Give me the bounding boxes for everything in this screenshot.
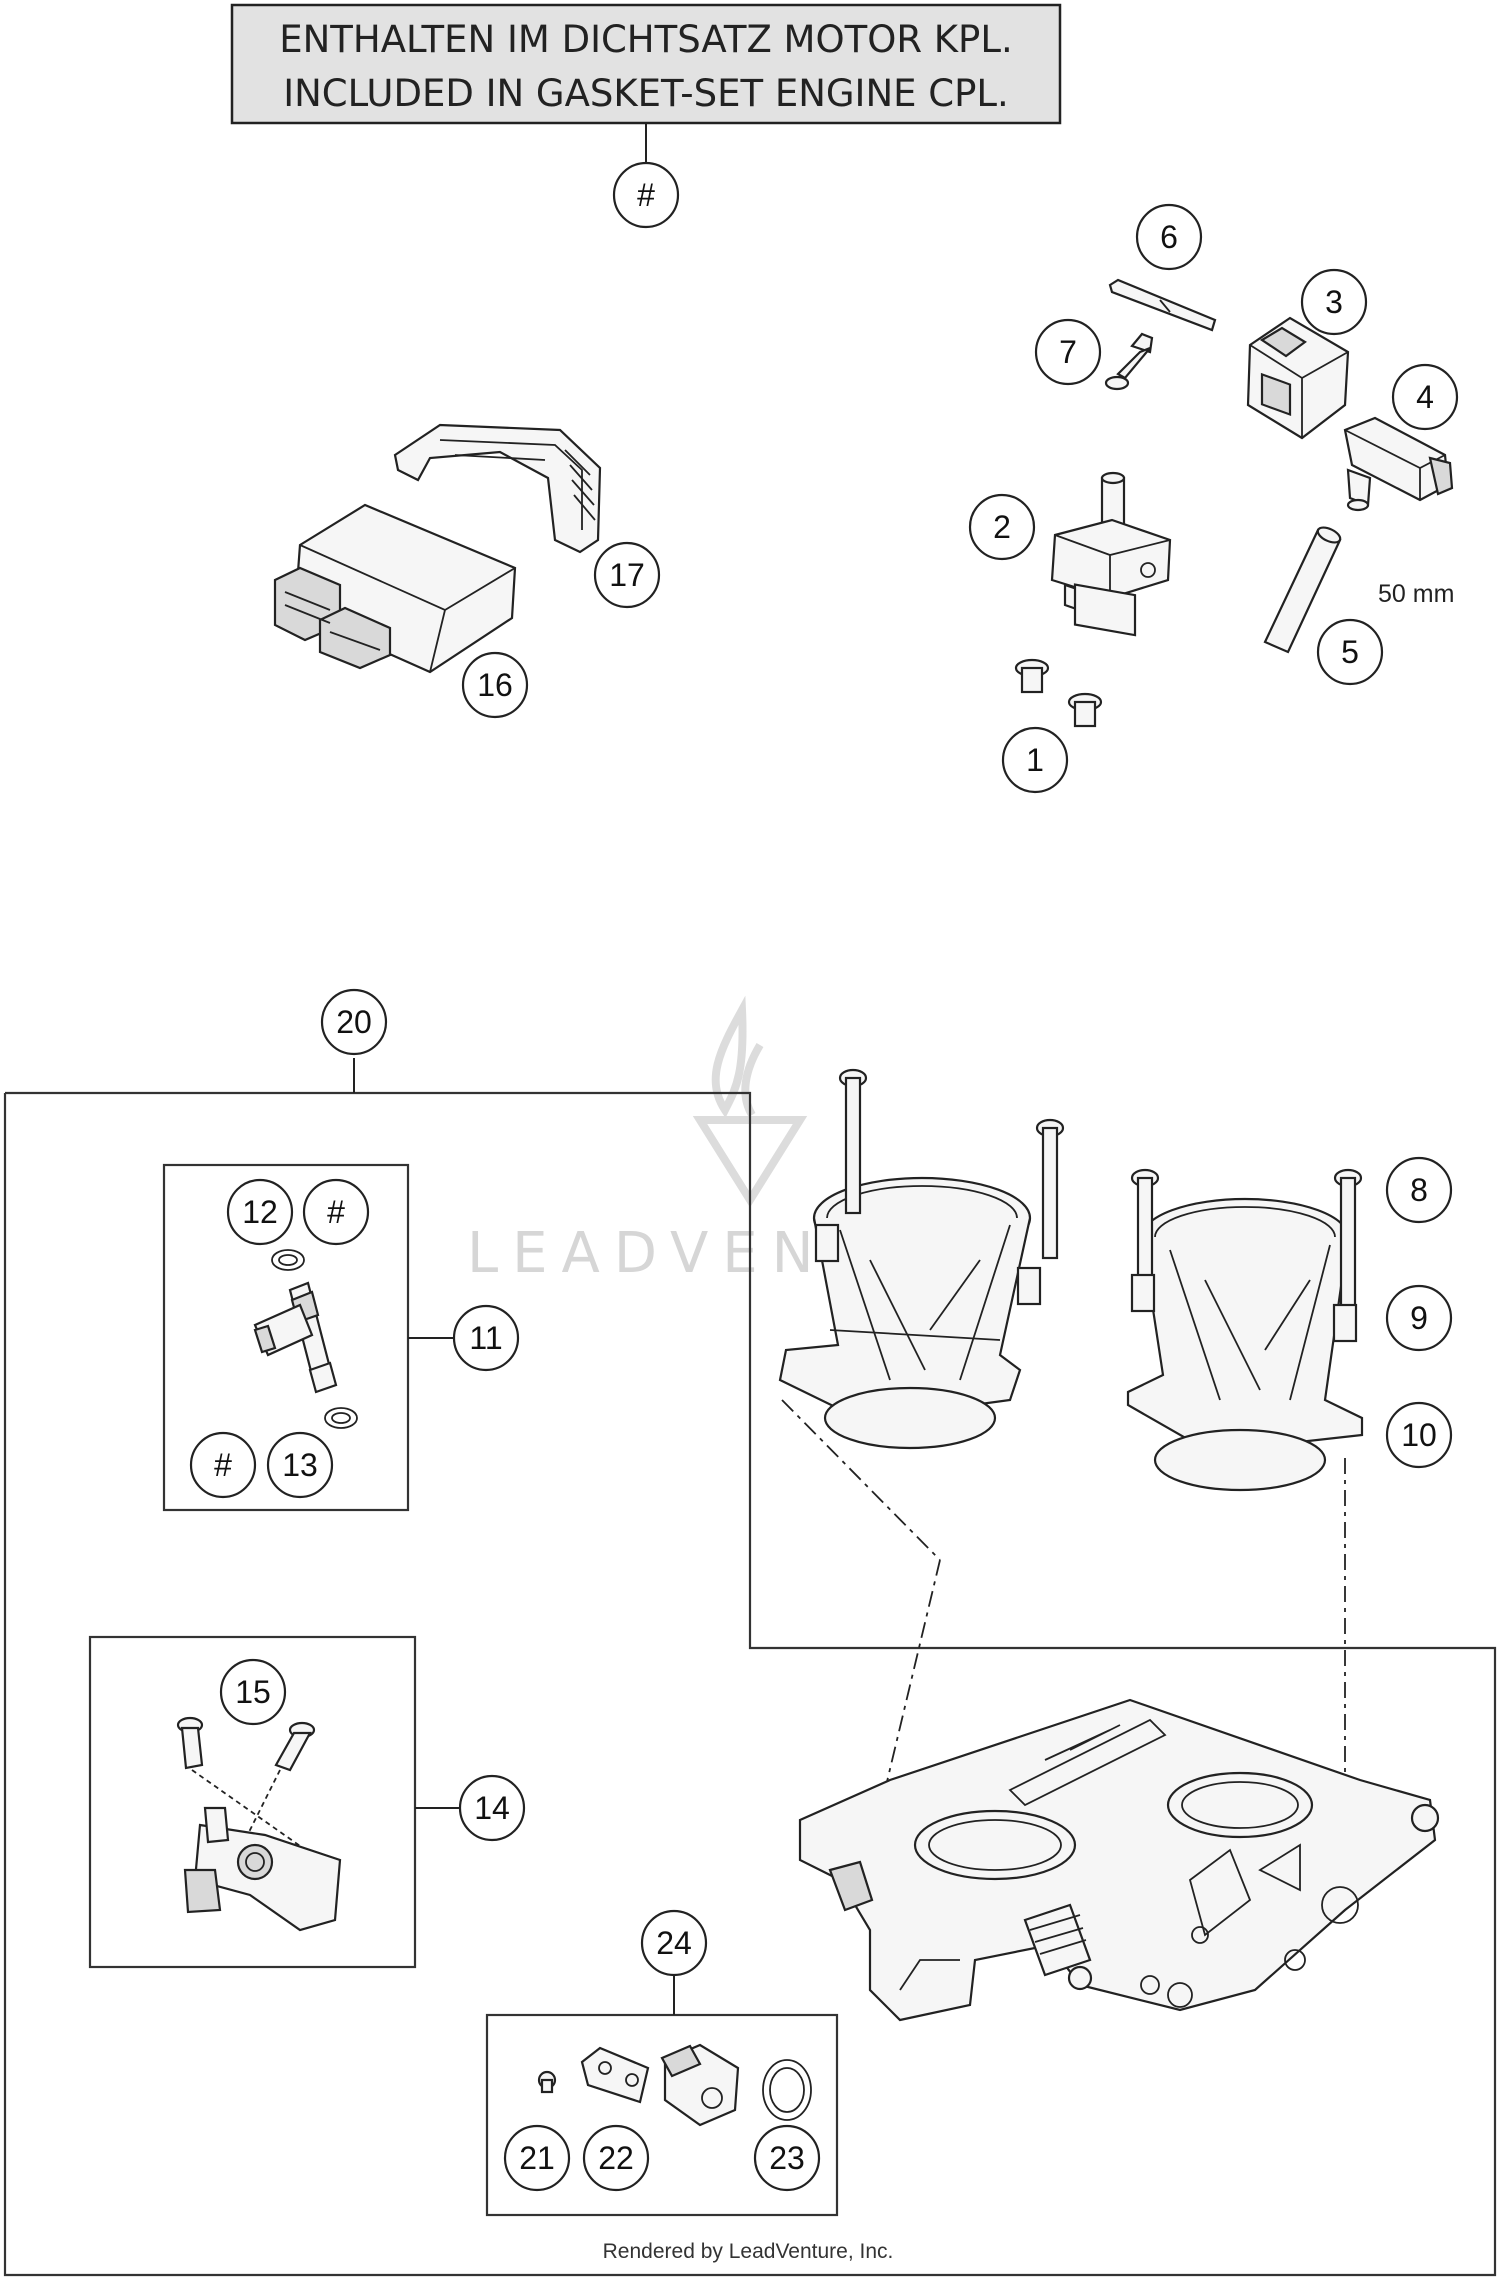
svg-text:1: 1: [1026, 742, 1044, 778]
callout-2: 2: [968, 493, 1036, 561]
sensor-23-body: [660, 2043, 740, 2127]
svg-text:6: 6: [1160, 219, 1178, 255]
callout-15: 15: [219, 1658, 287, 1726]
screw-7: [1104, 332, 1154, 391]
svg-text:14: 14: [474, 1790, 510, 1826]
needle-part-6: [1108, 278, 1217, 332]
throttle-body: [798, 1698, 1440, 2022]
render-credit: Rendered by LeadVenture, Inc.: [603, 2240, 894, 2263]
svg-text:15: 15: [235, 1674, 271, 1710]
svg-text:7: 7: [1059, 334, 1077, 370]
callout-17: 17: [593, 541, 661, 609]
gasket-note-line-de: ENTHALTEN IM DICHTSATZ MOTOR KPL.: [279, 18, 1013, 61]
svg-text:24: 24: [656, 1925, 692, 1961]
svg-text:12: 12: [242, 1194, 278, 1230]
spacers-9: [814, 1223, 1358, 1343]
callout-14: 14: [458, 1774, 526, 1842]
svg-text:3: 3: [1325, 284, 1343, 320]
svg-text:21: 21: [519, 2140, 555, 2176]
sensor-set-inset-24: [485, 1975, 839, 2217]
callout-10: 10: [1385, 1401, 1453, 1469]
screws-1: [1014, 658, 1103, 728]
throttle-position-sensor-2: [1050, 471, 1172, 637]
callout-5: 5: [1316, 618, 1384, 686]
svg-text:#: #: [214, 1447, 232, 1483]
screw-21: [537, 2070, 557, 2094]
callout-21: 21: [503, 2124, 571, 2192]
screw-15a: [176, 1716, 204, 1770]
callout-13: 13: [266, 1431, 334, 1499]
pressure-sensor: [183, 1806, 342, 1932]
svg-text:22: 22: [598, 2140, 634, 2176]
svg-text:#: #: [637, 177, 655, 213]
svg-text:2: 2: [993, 509, 1011, 545]
callout-4: 4: [1391, 363, 1459, 431]
callout-8: 8: [1385, 1156, 1453, 1224]
svg-text:20: 20: [336, 1004, 372, 1040]
intake-manifold-left-10: [778, 1176, 1032, 1450]
fuel-injector: [253, 1281, 338, 1394]
svg-text:16: 16: [477, 667, 513, 703]
callout-12: 12: [226, 1178, 294, 1246]
svg-text:13: 13: [282, 1447, 318, 1483]
o-ring-23: [762, 2059, 812, 2121]
callout-9: 9: [1385, 1284, 1453, 1352]
callout-7: 7: [1034, 318, 1102, 386]
gasket-plate-22: [580, 2046, 650, 2104]
callout-hash-12: #: [302, 1178, 370, 1246]
svg-text:9: 9: [1410, 1300, 1428, 1336]
screw-15b: [274, 1721, 316, 1772]
sensor-4: [1343, 416, 1454, 512]
callout-11: 11: [452, 1304, 520, 1372]
svg-text:10: 10: [1401, 1417, 1437, 1453]
callout-20: 20: [320, 988, 388, 1056]
ecu-bracket-17: [393, 423, 602, 554]
sensor-housing-3: [1246, 316, 1350, 440]
svg-text:23: 23: [769, 2140, 805, 2176]
svg-text:5: 5: [1341, 634, 1359, 670]
svg-text:4: 4: [1416, 379, 1434, 415]
callout-24: 24: [640, 1909, 708, 1977]
hose-length-label: 50 mm: [1378, 580, 1454, 608]
svg-text:#: #: [327, 1194, 345, 1230]
injector-inset-11: [162, 1163, 455, 1512]
callout-hash-13: #: [189, 1431, 257, 1499]
svg-text:11: 11: [469, 1320, 502, 1356]
hose-5: [1263, 526, 1342, 654]
callout-22: 22: [582, 2124, 650, 2192]
gasket-note-line-en: INCLUDED IN GASKET-SET ENGINE CPL.: [283, 72, 1009, 115]
callout-1: 1: [1001, 726, 1069, 794]
callout-23: 23: [753, 2124, 821, 2192]
sensor-inset-14: [88, 1635, 460, 1969]
callout-16: 16: [461, 651, 529, 719]
ecu-control-unit-16: [273, 503, 517, 674]
throttle-body-assembly-frame-20: [3, 1058, 1497, 2277]
callout-3: 3: [1300, 268, 1368, 336]
callout-6: 6: [1135, 203, 1203, 271]
intake-manifold-right-10: [1126, 1197, 1364, 1492]
gasket-set-note: ENTHALTEN IM DICHTSATZ MOTOR KPL. INCLUD…: [230, 3, 1062, 162]
svg-text:17: 17: [609, 557, 645, 593]
svg-text:8: 8: [1410, 1172, 1428, 1208]
callout-hash-top: #: [612, 161, 680, 229]
